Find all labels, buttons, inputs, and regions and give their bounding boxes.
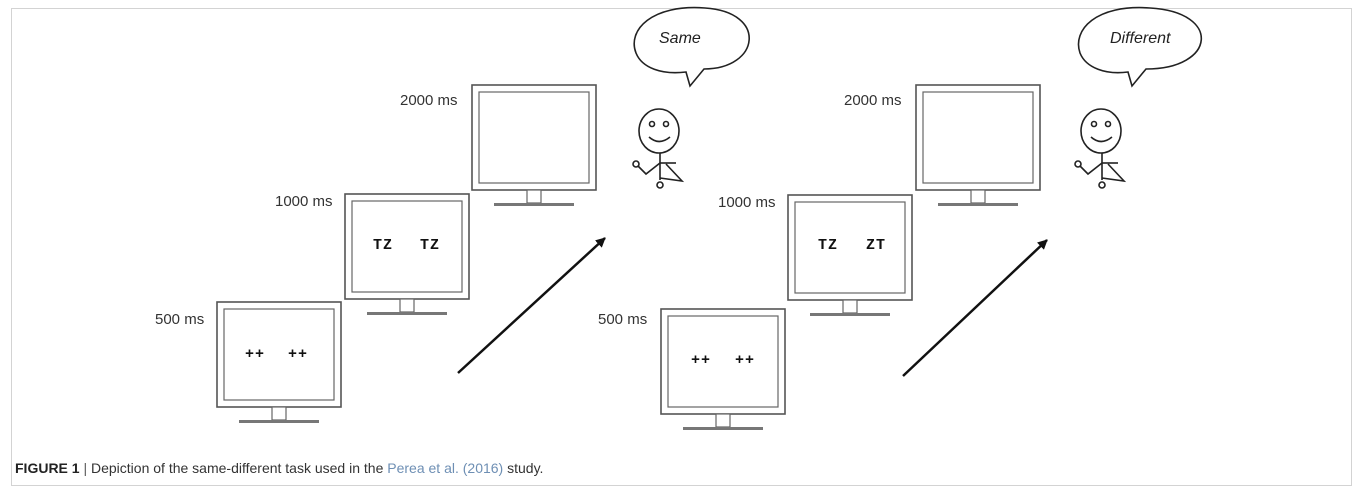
- figure-caption: FIGURE 1 | Depiction of the same-differe…: [15, 460, 543, 476]
- monitor-icon: [470, 83, 598, 206]
- screen-1000ms: 1000 ms TZ TZ: [275, 192, 471, 315]
- response-label: Same: [659, 30, 701, 47]
- panel-same: 500 ms ++ ++ 1000 ms TZ TZ 2000 ms Same: [155, 6, 750, 423]
- screen-2000ms: 2000 ms: [844, 83, 1042, 206]
- time-label: 1000 ms: [275, 193, 333, 210]
- time-label: 500 ms: [598, 311, 647, 328]
- time-label: 2000 ms: [400, 92, 458, 109]
- stimulus-right: TZ: [420, 237, 440, 254]
- stimulus-left: TZ: [373, 237, 393, 254]
- stimulus-right: ZT: [866, 237, 886, 254]
- stimulus-left: TZ: [818, 237, 838, 254]
- screen-500ms: 500 ms ++ ++: [155, 300, 343, 423]
- stimulus-right: ++: [288, 346, 308, 363]
- stimulus-left: ++: [245, 346, 265, 363]
- panel-different: 500 ms ++ ++ 1000 ms TZ ZT 2000 ms Diffe…: [598, 6, 1203, 430]
- response-label: Different: [1110, 30, 1171, 47]
- time-label: 1000 ms: [718, 194, 776, 211]
- monitor-icon: [659, 307, 787, 430]
- time-label: 500 ms: [155, 311, 204, 328]
- caption-text-end: study.: [507, 460, 544, 476]
- caption-separator: |: [83, 460, 88, 476]
- arrow-icon: [457, 237, 606, 374]
- screen-2000ms: 2000 ms: [400, 83, 598, 206]
- stick-figure-icon: [632, 108, 685, 189]
- monitor-icon: [343, 192, 471, 315]
- screen-500ms: 500 ms ++ ++: [598, 307, 787, 430]
- caption-text: Depiction of the same-different task use…: [91, 460, 384, 476]
- monitor-icon: [786, 193, 914, 316]
- stick-figure-icon: [1074, 108, 1127, 189]
- monitor-icon: [215, 300, 343, 423]
- screen-1000ms: 1000 ms TZ ZT: [718, 193, 914, 316]
- stimulus-right: ++: [735, 352, 755, 369]
- citation-link[interactable]: Perea et al. (2016): [387, 460, 504, 476]
- arrow-icon: [902, 239, 1048, 377]
- figure-label: FIGURE 1: [15, 460, 80, 476]
- time-label: 2000 ms: [844, 92, 902, 109]
- speech-bubble-icon: Different: [1077, 6, 1203, 88]
- stimulus-left: ++: [691, 352, 711, 369]
- monitor-icon: [914, 83, 1042, 206]
- speech-bubble-icon: Same: [633, 6, 750, 88]
